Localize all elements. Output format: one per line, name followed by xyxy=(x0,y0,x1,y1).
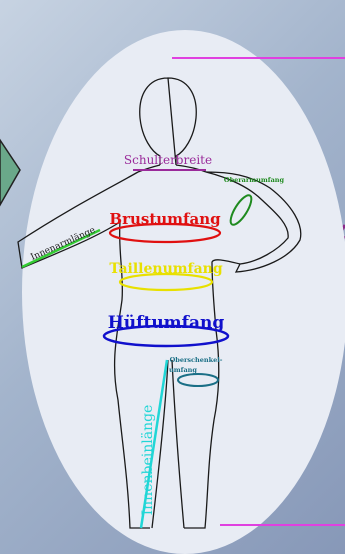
label-oberschenkelumfang-line1: Oberschenkel- xyxy=(170,356,223,364)
label-oberarmumfang: Oberarmumfang xyxy=(224,176,285,184)
label-hueftumfang: Hüftumfang xyxy=(108,313,225,333)
label-innenbeinlaenge: Innenbeinlänge xyxy=(140,405,156,516)
background-ellipse xyxy=(22,30,345,554)
label-brustumfang: Brustumfang xyxy=(109,210,221,228)
left-edge-shape xyxy=(0,140,20,205)
label-schulterbreite: Schulterbreite xyxy=(124,153,212,167)
label-taillenumfang: Taillenumfang xyxy=(109,261,222,277)
label-oberschenkelumfang-line2: umfang xyxy=(169,366,197,374)
